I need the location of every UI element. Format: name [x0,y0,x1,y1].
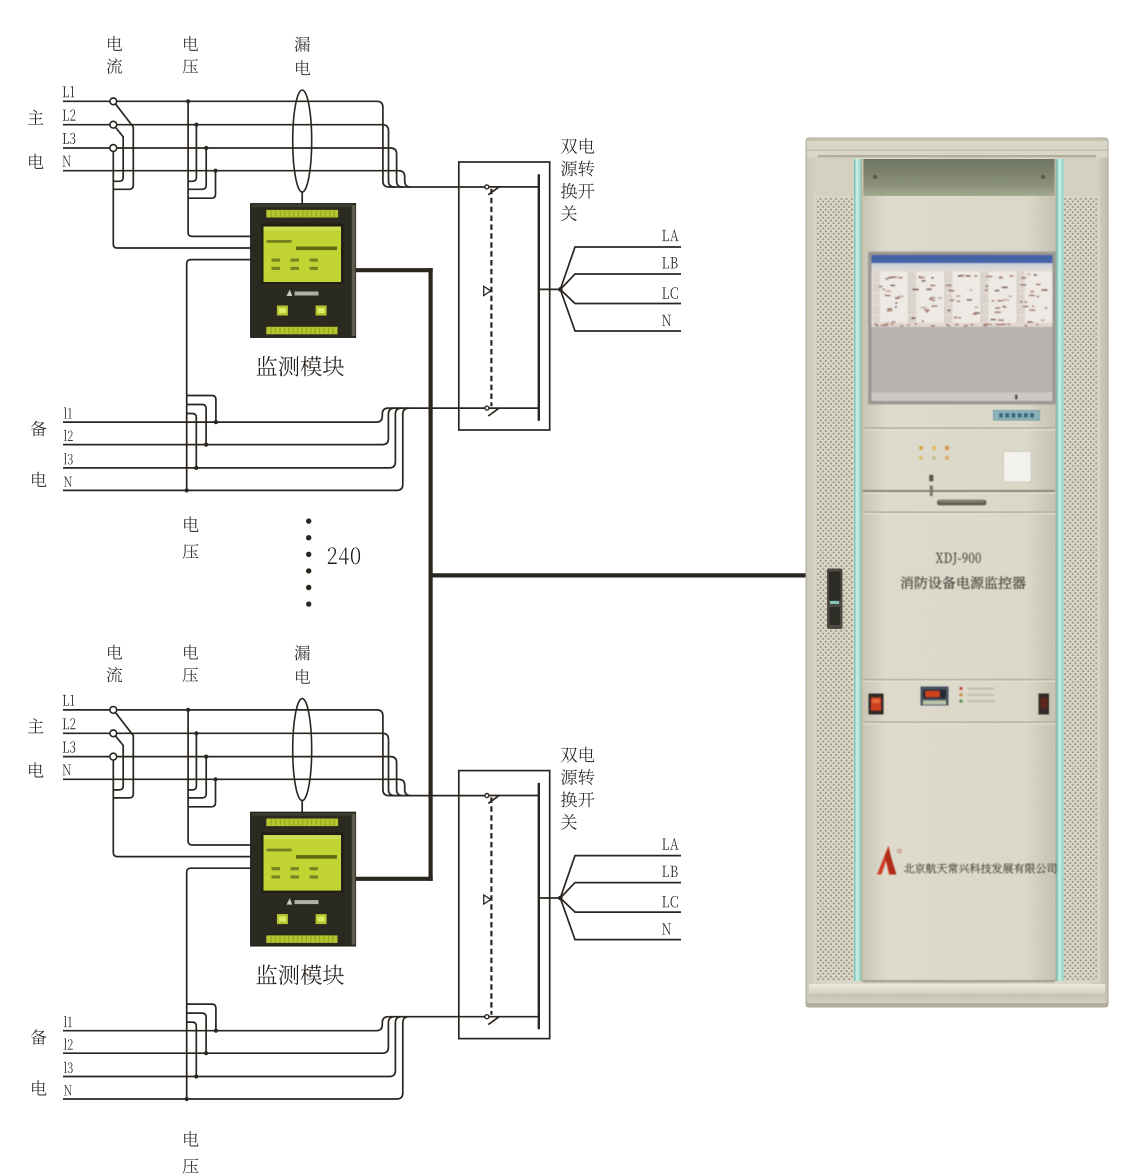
label-leakage [294,36,311,76]
label-main_supply [27,109,44,169]
label-module [256,964,344,985]
label-main_lines [62,86,76,167]
label-current [106,644,123,683]
label-current [106,36,123,74]
label-leakage [294,645,311,684]
label-output_lines [662,229,679,327]
label-main_supply [27,718,44,778]
circuit-section-bottom [63,699,681,1102]
label-module [256,355,344,377]
label-backup_lines [63,407,73,487]
label-output_lines [662,838,679,935]
label-voltage_bus [182,516,199,560]
mid-labels [327,547,361,565]
photo-grain [806,138,1108,1007]
label-main_lines [62,694,76,776]
label-voltage [182,644,199,683]
repeat-ellipsis-dots [306,518,312,607]
label-voltage [182,36,199,74]
label-switch_lines [560,746,595,830]
cabinet-photo: XDJ-900 [805,137,1109,1008]
label-voltage_bus [182,1131,199,1174]
label-backup_lines [63,1015,73,1096]
label-switch_lines [560,138,595,222]
trunk-and-ellipsis [306,268,807,881]
circuit-section-top [27,36,681,560]
label-repeat-count [327,547,361,565]
label-backup_supply [30,420,47,487]
label-backup_supply [30,1029,47,1096]
